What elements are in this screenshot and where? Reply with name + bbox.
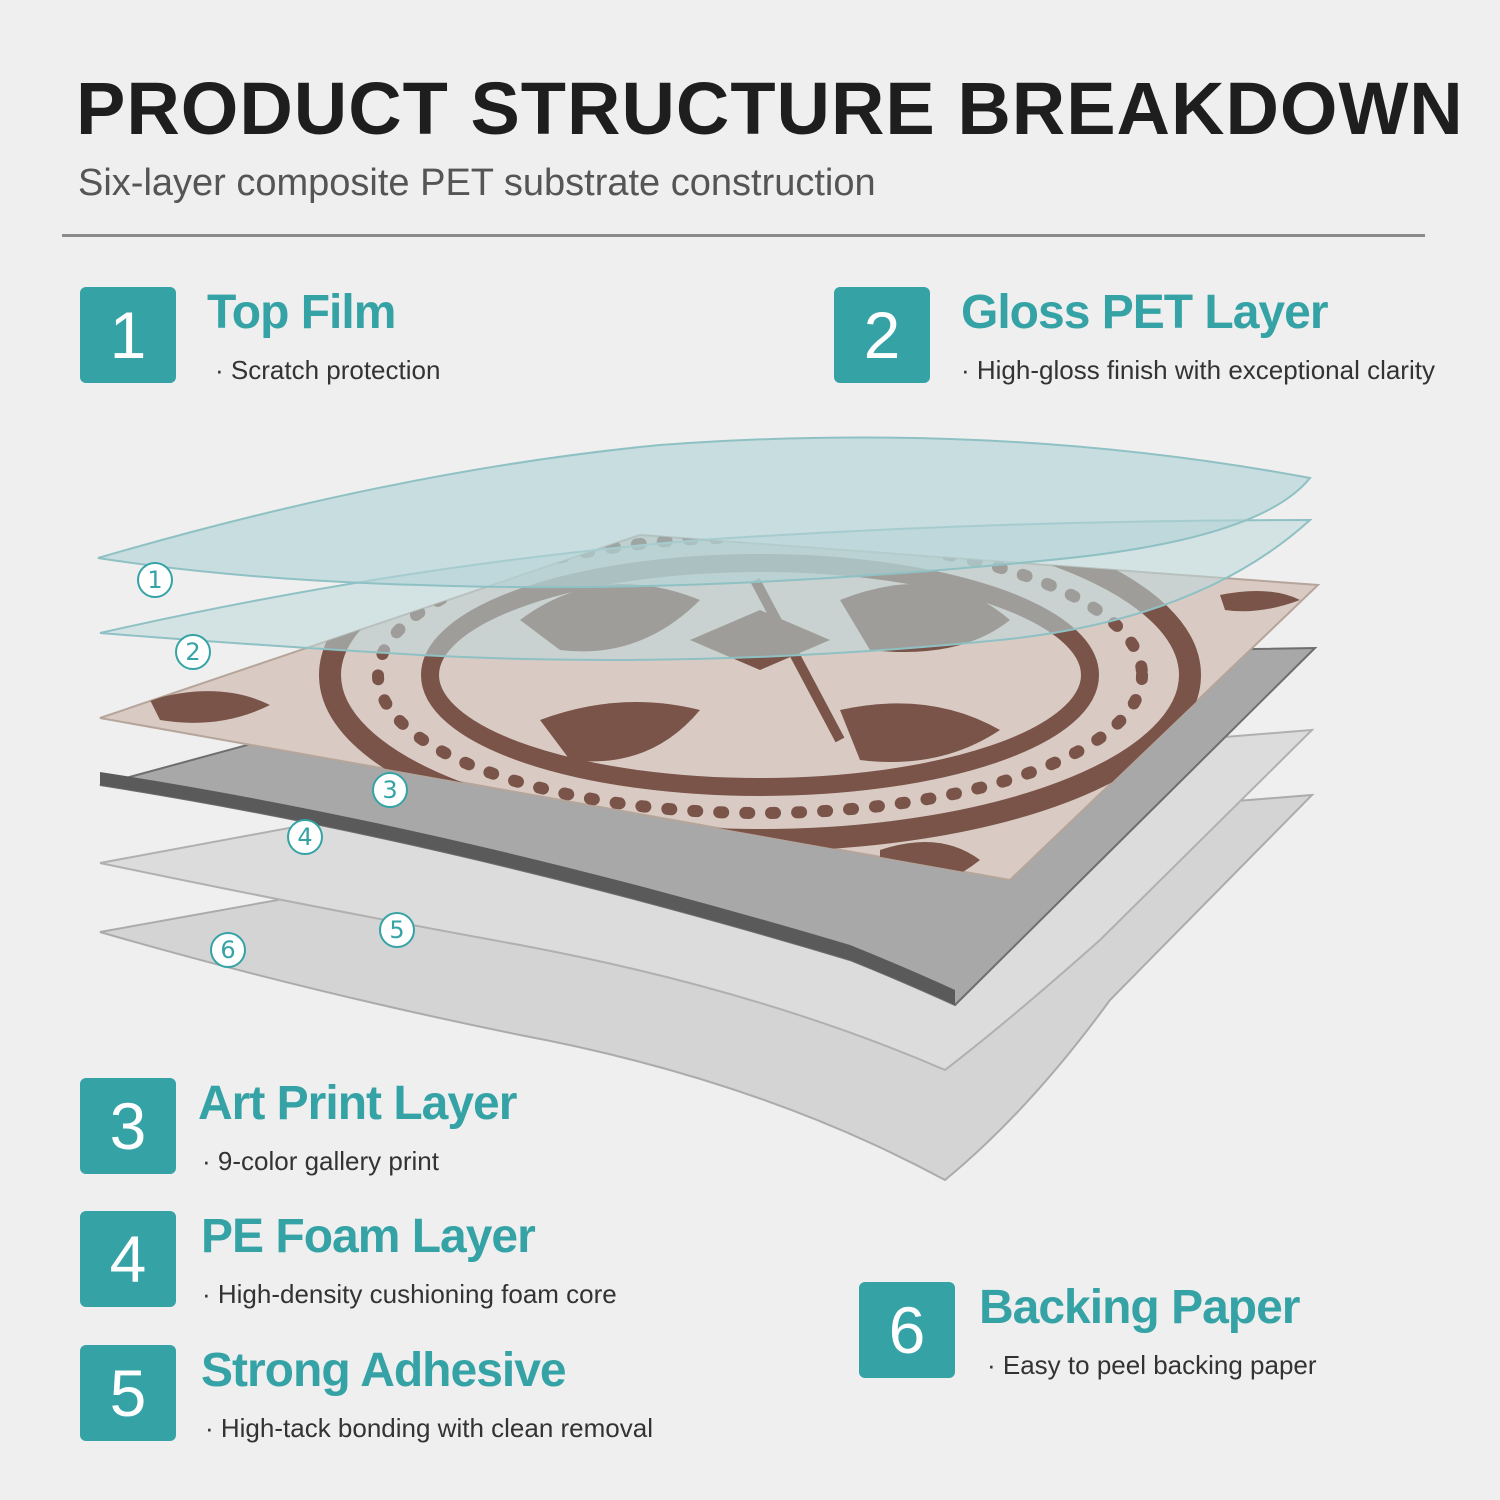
layer-number-badge: 2 xyxy=(834,287,930,383)
layer-name: Top Film xyxy=(207,286,396,339)
diagram-marker-3: 3 xyxy=(372,772,408,808)
svg-text:6: 6 xyxy=(220,936,235,964)
svg-text:3: 3 xyxy=(382,776,397,804)
layer-name: Backing Paper xyxy=(979,1281,1300,1334)
page-subtitle: Six-layer composite PET substrate constr… xyxy=(78,162,876,204)
page-title: PRODUCT STRUCTURE BREAKDOWN xyxy=(76,67,1464,150)
layer-number-badge: 4 xyxy=(80,1211,176,1307)
diagram-marker-5: 5 xyxy=(379,912,415,948)
layer-description: · High-tack bonding with clean removal xyxy=(205,1413,653,1443)
layer-name: Gloss PET Layer xyxy=(961,286,1328,339)
layer-description: · 9-color gallery print xyxy=(202,1146,439,1176)
diagram-marker-6: 6 xyxy=(210,932,246,968)
diagram-marker-2: 2 xyxy=(175,634,211,670)
top-film-sheet xyxy=(97,436,1312,589)
svg-text:2: 2 xyxy=(185,638,200,666)
diagram-marker-4: 4 xyxy=(287,819,323,855)
layer-number-badge: 1 xyxy=(80,287,176,383)
svg-text:5: 5 xyxy=(389,916,404,944)
layer-name: PE Foam Layer xyxy=(201,1210,536,1263)
svg-text:1: 1 xyxy=(147,566,162,594)
layer-number-badge: 5 xyxy=(80,1345,176,1441)
layer-description: · Scratch protection xyxy=(215,355,441,385)
layer-number-badge: 6 xyxy=(859,1282,955,1378)
diagram-marker-1: 1 xyxy=(137,562,173,598)
layer-number-badge: 3 xyxy=(80,1078,176,1174)
layer-description: · High-density cushioning foam core xyxy=(202,1279,617,1309)
header-divider xyxy=(62,234,1425,237)
layer-name: Art Print Layer xyxy=(198,1077,517,1130)
svg-text:4: 4 xyxy=(297,823,312,851)
layer-description: · High-gloss finish with exceptional cla… xyxy=(961,355,1435,385)
pe-foam-edge xyxy=(100,772,955,1005)
layer-description: · Easy to peel backing paper xyxy=(987,1350,1317,1380)
layer-name: Strong Adhesive xyxy=(201,1344,567,1397)
